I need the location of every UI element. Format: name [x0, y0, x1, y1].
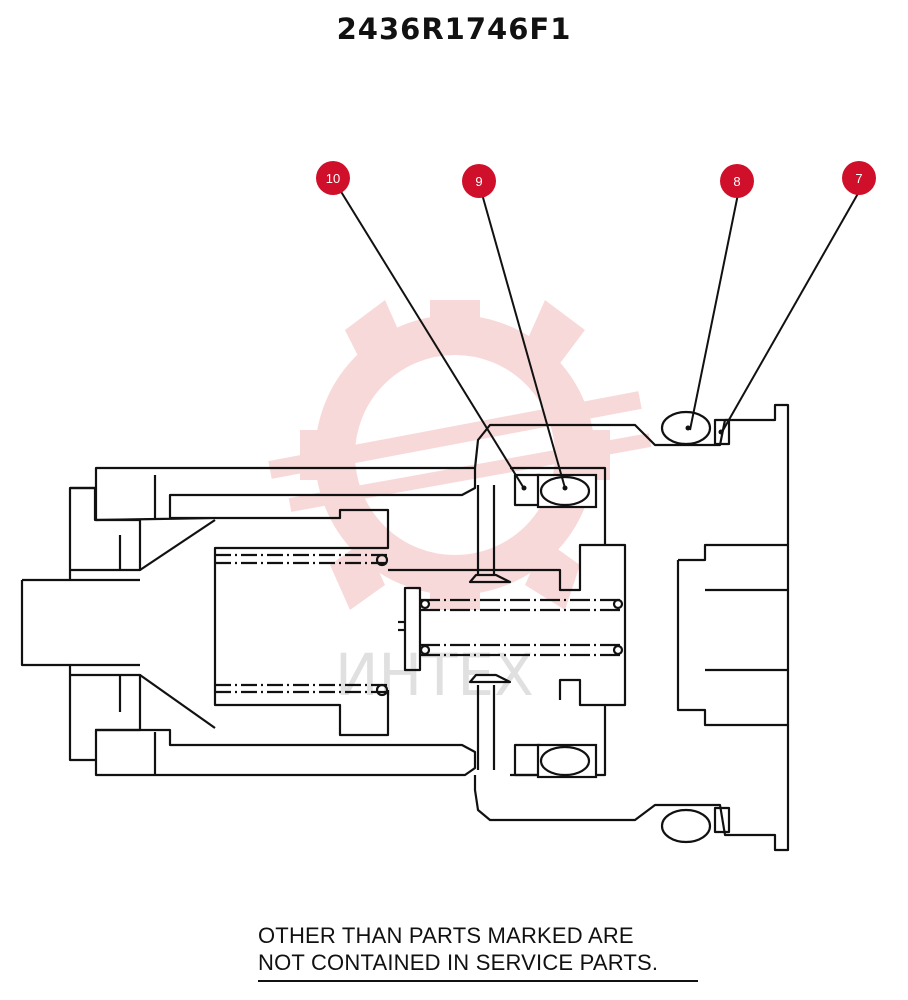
- note-line-1: OTHER THAN PARTS MARKED ARE: [258, 923, 634, 948]
- note-line-2: NOT CONTAINED IN SERVICE PARTS.: [258, 950, 659, 975]
- callout-badge: [462, 164, 496, 198]
- callout-label: 9: [475, 174, 482, 189]
- leader-line-9: [481, 193, 566, 489]
- callout-badge: [842, 161, 876, 195]
- callout-label: 8: [733, 174, 740, 189]
- watermark-text: ИНТЕХ: [335, 641, 534, 709]
- callout-label: 7: [855, 171, 862, 186]
- callout-label: 10: [326, 171, 340, 186]
- callout-7[interactable]: 7: [842, 161, 876, 195]
- note-underline: [258, 980, 698, 982]
- service-parts-note: OTHER THAN PARTS MARKED ARE NOT CONTAINE…: [258, 922, 658, 976]
- callout-8[interactable]: 8: [720, 164, 754, 198]
- o-ring-8: [660, 410, 712, 844]
- assembly-outline: [20, 403, 790, 852]
- leader-line-8: [689, 193, 739, 431]
- callout-badge: [720, 164, 754, 198]
- leader-line-10: [339, 189, 526, 491]
- bearing-9: [536, 473, 598, 779]
- watermark-logo: [268, 300, 652, 610]
- leader-line-7: [721, 189, 861, 433]
- callout-badge: [316, 161, 350, 195]
- callout-9[interactable]: 9: [462, 164, 496, 198]
- diagram-title: 2436R1746F1: [336, 12, 572, 46]
- leader-lines: [339, 189, 861, 491]
- callout-10[interactable]: 10: [316, 161, 350, 195]
